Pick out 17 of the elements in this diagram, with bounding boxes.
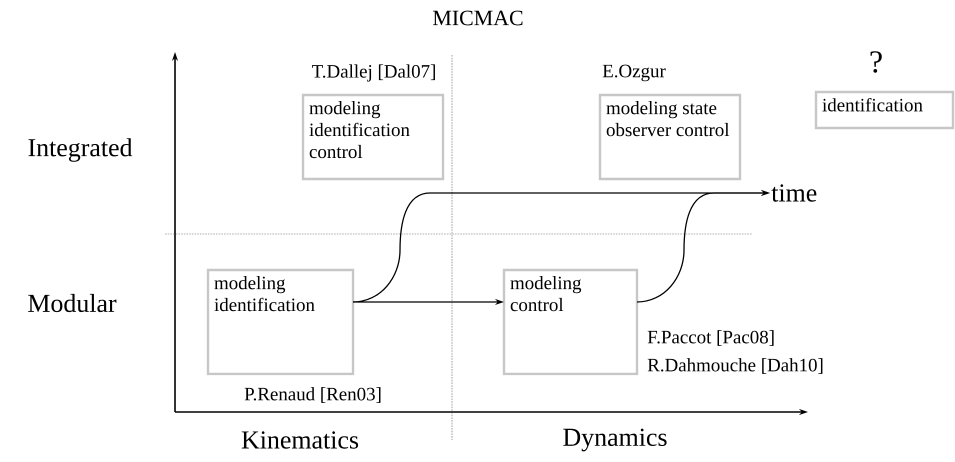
question-mark: ?	[870, 51, 882, 73]
author-label: F.Paccot [Pac08]	[648, 330, 774, 346]
author-label: P.Renaud [Ren03]	[244, 387, 380, 403]
axis-label: Modular	[28, 294, 116, 312]
text-box: identification	[814, 90, 954, 130]
text-box: modeling state observer control	[598, 94, 742, 180]
author-label: E.Ozgur	[602, 64, 666, 82]
text-box: modeling identification	[206, 268, 354, 376]
title: MICMAC	[432, 10, 522, 26]
author-label: R.Dahmouche [Dah10]	[648, 358, 822, 374]
text-box: modeling control	[502, 268, 638, 376]
text-box: modeling identification control	[302, 94, 444, 180]
author-label: T.Dallej [Dal07]	[312, 64, 435, 82]
axis-label: time	[771, 184, 816, 202]
axis-label: Dynamics	[563, 428, 667, 452]
axis-label: Integrated	[28, 138, 132, 162]
axis-label: Kinematics	[242, 431, 358, 449]
